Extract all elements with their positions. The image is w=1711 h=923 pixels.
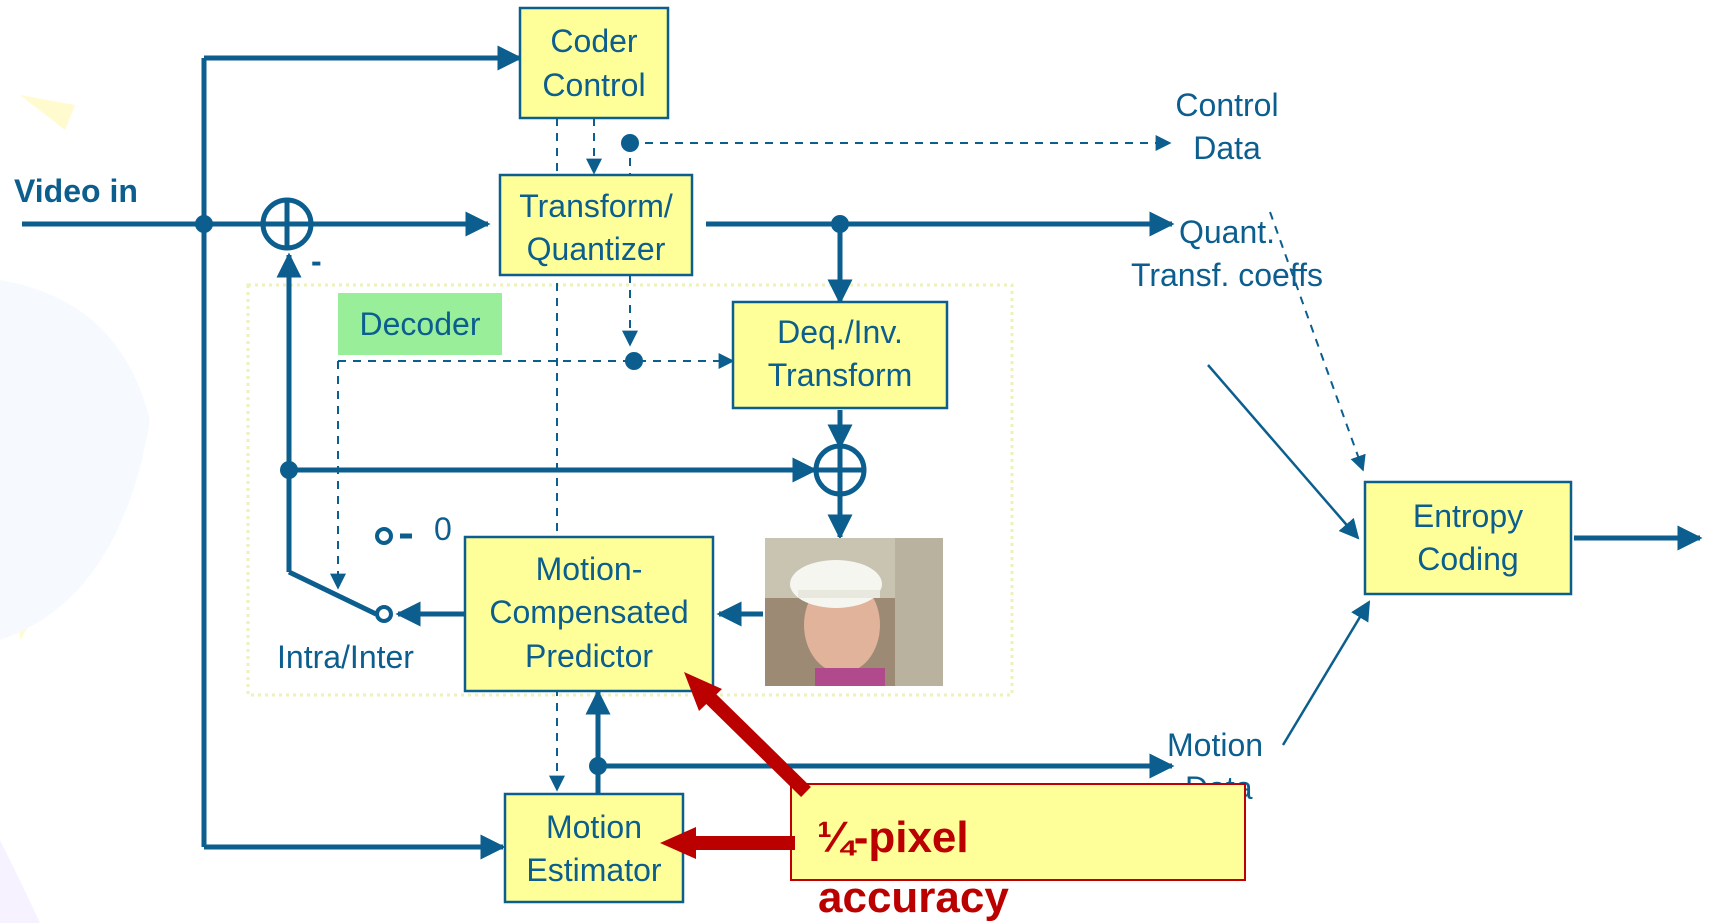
callout-line-2: accuracy	[818, 873, 1009, 922]
transform-label-2: Quantizer	[527, 231, 666, 267]
minus-sign: -	[311, 243, 322, 279]
coder-control-label-2: Control	[542, 67, 645, 103]
video-in-label: Video in	[14, 173, 138, 209]
background-decoration	[0, 95, 150, 923]
decoder-label-box	[338, 293, 502, 355]
transform-label-1: Transform/	[519, 188, 673, 224]
junction-dots	[195, 134, 849, 775]
coder-control-block	[518, 6, 670, 120]
me-label-2: Estimator	[526, 852, 661, 888]
motion-compensated-predictor-block	[463, 535, 715, 693]
frame-memory-image	[765, 538, 943, 686]
quant-coeffs-label-2: Transf. coeffs	[1131, 257, 1323, 293]
decoder-label: Decoder	[360, 306, 481, 342]
mcp-label-3: Predictor	[525, 638, 653, 674]
deq-inv-transform-block	[731, 300, 949, 410]
control-data-label-2: Data	[1193, 130, 1261, 166]
mcp-label-1: Motion-	[536, 551, 643, 587]
motion-estimator-block	[503, 792, 685, 904]
callout-arrows	[660, 672, 811, 859]
quarter-pixel-callout-box	[790, 783, 1246, 881]
sum-node-reconstruct	[813, 443, 867, 497]
entropy-coding-block	[1363, 480, 1573, 596]
entropy-inputs	[1207, 211, 1371, 746]
deq-label-1: Deq./Inv.	[777, 314, 903, 350]
sum-node-input	[260, 197, 314, 251]
switch-terminal-zero	[375, 527, 393, 545]
entropy-label-1: Entropy	[1413, 498, 1523, 534]
coder-control-label-1: Coder	[550, 23, 638, 59]
deq-label-2: Transform	[768, 357, 913, 393]
control-lines	[330, 118, 1172, 792]
motion-data-label-1: Motion	[1167, 727, 1263, 763]
zero-input-label: 0	[434, 511, 452, 547]
decoder-region	[246, 283, 1014, 697]
callout-line-1: ¼-pixel	[817, 813, 969, 862]
intra-inter-label: Intra/Inter	[277, 639, 414, 675]
switch-terminal-inter	[375, 605, 393, 623]
control-data-label-1: Control	[1175, 87, 1278, 123]
me-label-1: Motion	[546, 809, 642, 845]
transform-quantizer-block	[498, 173, 694, 277]
mcp-label-2: Compensated	[489, 594, 688, 630]
signal-lines	[22, 45, 1703, 860]
entropy-label-2: Coding	[1417, 541, 1518, 577]
quant-coeffs-label-1: Quant.	[1179, 214, 1275, 250]
